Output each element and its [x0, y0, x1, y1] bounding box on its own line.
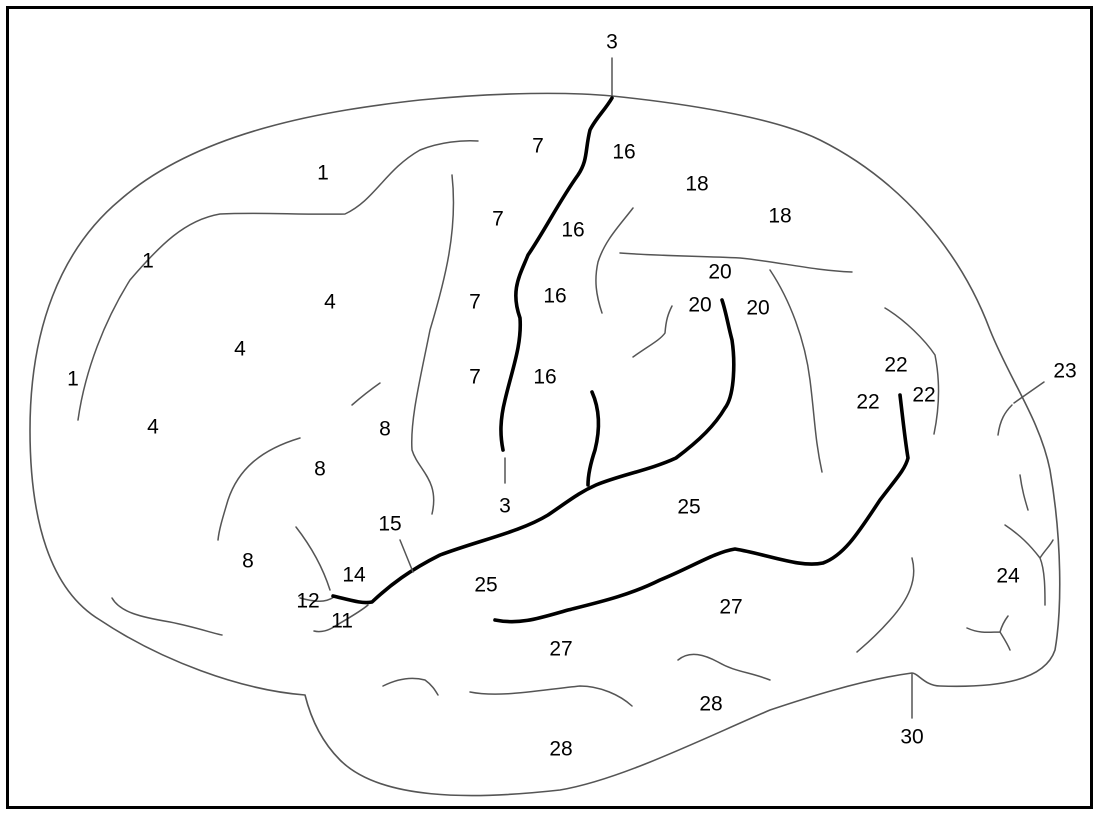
postcentral-thick-sulcus [588, 392, 598, 485]
label-18: 18 [685, 173, 708, 196]
label-16: 16 [561, 219, 584, 242]
label-14: 14 [342, 564, 366, 587]
label-25: 25 [677, 496, 700, 519]
label-7: 7 [532, 135, 544, 158]
area-labels: 1 1 1 3 3 4 4 4 7 7 7 7 8 8 8 11 12 14 1… [67, 31, 1077, 761]
intraparietal-sulcus [620, 253, 852, 272]
label-20: 20 [708, 261, 731, 284]
label-18: 18 [768, 205, 791, 228]
label-4: 4 [324, 291, 336, 314]
temporal-short-sulcus [383, 678, 438, 695]
middle-temporal-sulcus [470, 686, 632, 706]
frontal-small-sulcus [352, 383, 380, 405]
inferior-frontal-sulcus [218, 438, 300, 540]
label-3: 3 [499, 495, 511, 518]
label-1: 1 [142, 250, 154, 273]
angular-sulcus [770, 270, 822, 472]
label-28: 28 [699, 693, 722, 716]
occipital-lower-sulcus [967, 616, 1010, 650]
label-8: 8 [314, 458, 326, 481]
label-4: 4 [147, 416, 159, 439]
label-27: 27 [719, 596, 742, 619]
label-8: 8 [242, 550, 254, 573]
label-28: 28 [549, 738, 572, 761]
label-30: 30 [900, 726, 923, 749]
ascending-ramus [296, 527, 330, 590]
label-7: 7 [492, 208, 504, 231]
label-24: 24 [996, 565, 1020, 588]
label-25: 25 [474, 574, 497, 597]
label-22: 22 [856, 391, 879, 414]
precentral-sulcus [412, 175, 454, 514]
label-16: 16 [543, 285, 566, 308]
label-20: 20 [746, 297, 769, 320]
orbital-sulcus [112, 598, 222, 635]
label-27: 27 [549, 638, 572, 661]
label-1: 1 [67, 368, 79, 391]
occipital-temporal-sulcus [857, 558, 914, 652]
occipital-upper-sulcus [998, 405, 1012, 435]
label-23-line [1014, 382, 1044, 403]
label-12: 12 [296, 590, 319, 613]
label-22: 22 [912, 384, 935, 407]
label-20: 20 [688, 294, 711, 317]
label-15: 15 [378, 513, 401, 536]
postcentral-sulcus-upper [596, 208, 633, 313]
label-11: 11 [331, 610, 353, 633]
label-15-line [400, 540, 413, 572]
label-8: 8 [379, 418, 391, 441]
label-7: 7 [469, 366, 481, 389]
label-1: 1 [317, 162, 329, 185]
label-16: 16 [533, 366, 556, 389]
label-4: 4 [234, 338, 246, 361]
superior-frontal-sulcus [78, 141, 478, 420]
label-3: 3 [606, 31, 618, 54]
label-16: 16 [612, 141, 635, 164]
inferior-temporal-sulcus [678, 654, 770, 680]
label-22: 22 [884, 354, 907, 377]
label-7: 7 [469, 291, 481, 314]
label-23: 23 [1053, 360, 1076, 383]
sylvian-fissure [333, 300, 734, 603]
occipital-vertical-sulcus [1020, 475, 1028, 510]
parietal-short-sulcus [633, 306, 672, 357]
